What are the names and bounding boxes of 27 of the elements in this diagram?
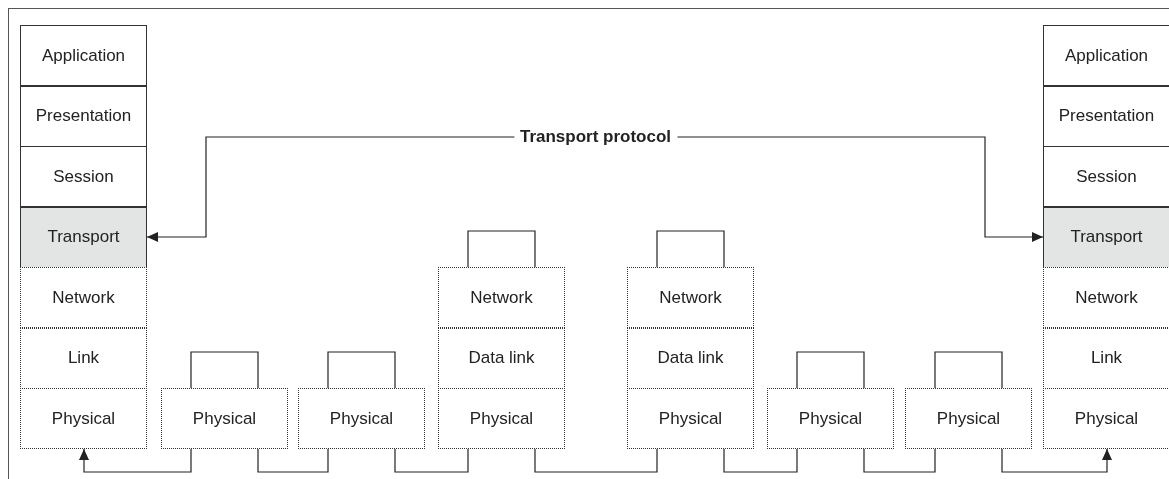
layer-box: Presentation [20, 85, 147, 147]
layer-box: Presentation [1043, 85, 1169, 147]
layer-box: Data link [627, 327, 754, 389]
layer-box: Application [20, 25, 147, 86]
layer-box: Physical [767, 388, 894, 449]
edge-label: Transport protocol [513, 127, 678, 147]
layer-box: Physical [438, 388, 565, 449]
layer-box: Network [20, 267, 147, 328]
layer-box: Transport [1043, 206, 1169, 268]
layer-box: Link [1043, 327, 1169, 389]
layer-box: Physical [905, 388, 1032, 449]
layer-box: Physical [20, 388, 147, 449]
arrow [1001, 448, 1112, 473]
layer-box: Network [438, 267, 565, 328]
layer-box: Physical [161, 388, 288, 449]
layer-box: Session [1043, 146, 1169, 207]
layer-box: Physical [298, 388, 425, 449]
layer-box: Application [1043, 25, 1169, 86]
layer-box: Physical [1043, 388, 1169, 449]
layer-box: Session [20, 146, 147, 207]
layer-box: Data link [438, 327, 565, 389]
layer-box: Network [627, 267, 754, 328]
layer-box: Physical [627, 388, 754, 449]
layer-box: Network [1043, 267, 1169, 328]
layer-box: Link [20, 327, 147, 389]
layer-box: Transport [20, 206, 147, 268]
arrow [79, 448, 192, 473]
